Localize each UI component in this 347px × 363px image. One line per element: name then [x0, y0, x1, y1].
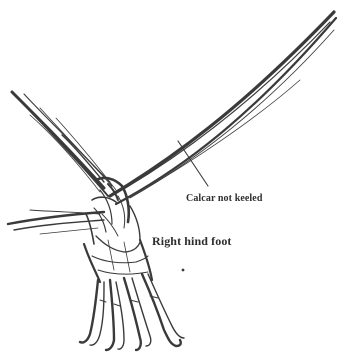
ink-speck — [182, 269, 185, 272]
foot-label: Right hind foot — [152, 234, 232, 249]
tendon-bundles — [12, 92, 116, 196]
toes-with-claws — [80, 274, 184, 350]
ankle-region — [86, 178, 140, 244]
calcar-label: Calcar not keeled — [186, 193, 263, 204]
calcar-spur — [110, 12, 336, 204]
